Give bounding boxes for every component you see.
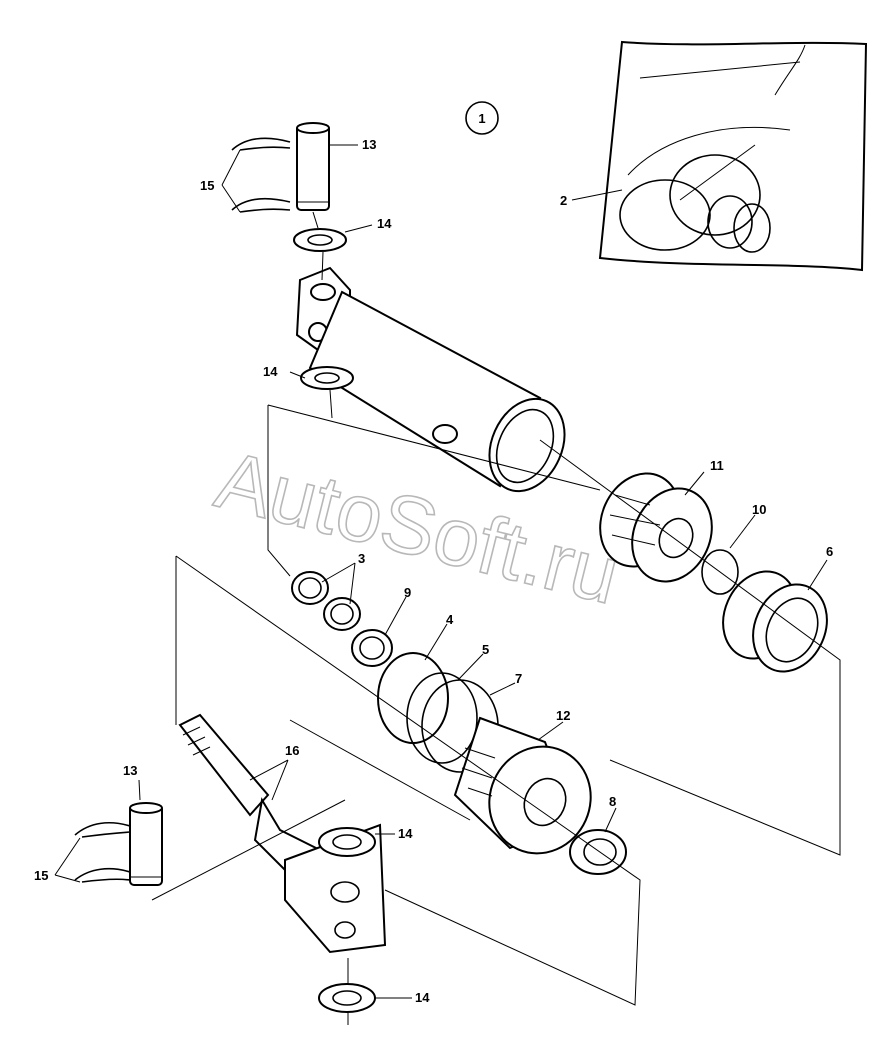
label-9: 9 xyxy=(404,585,411,600)
label-8: 8 xyxy=(609,794,616,809)
label-5: 5 xyxy=(482,642,489,657)
label-13-top: 13 xyxy=(362,137,376,152)
assembly-number: 1 xyxy=(478,111,485,126)
label-15-top: 15 xyxy=(200,178,214,193)
label-14-d: 14 xyxy=(415,990,430,1005)
wiper-ring xyxy=(722,570,828,673)
piston xyxy=(453,716,592,855)
label-7: 7 xyxy=(515,671,522,686)
washer-2 xyxy=(300,366,354,390)
pin-bottom xyxy=(129,802,163,886)
o-ring xyxy=(701,549,739,595)
label-12: 12 xyxy=(556,708,570,723)
label-11: 11 xyxy=(710,458,724,473)
washer-3 xyxy=(318,827,376,857)
piston-rod xyxy=(178,713,387,954)
piston-seals xyxy=(377,652,499,773)
rod-seal-rings xyxy=(291,571,361,631)
washer-1 xyxy=(293,228,347,252)
label-4: 4 xyxy=(446,612,454,627)
label-16: 16 xyxy=(285,743,299,758)
cylinder-barrel xyxy=(295,266,566,493)
label-6: 6 xyxy=(826,544,833,559)
washer-4 xyxy=(318,983,376,1013)
label-2: 2 xyxy=(560,193,567,208)
gland xyxy=(599,472,713,583)
label-3: 3 xyxy=(358,551,365,566)
spring-clips-top xyxy=(231,137,291,213)
label-15-bottom: 15 xyxy=(34,868,48,883)
spring-clips-bottom xyxy=(74,821,131,883)
label-10: 10 xyxy=(752,502,766,517)
label-14-c: 14 xyxy=(398,826,413,841)
assembly-number-badge: 1 xyxy=(465,101,499,135)
backup-ring xyxy=(351,629,393,667)
label-14-b: 14 xyxy=(263,364,278,379)
watermark: AutoSoft.ru xyxy=(208,434,628,622)
label-13-bottom: 13 xyxy=(123,763,137,778)
leader-lines xyxy=(54,144,828,999)
alignment-lines xyxy=(151,211,841,1025)
label-14-a: 14 xyxy=(377,216,392,231)
seal-kit-bag xyxy=(598,40,868,272)
pin-top xyxy=(296,122,330,211)
